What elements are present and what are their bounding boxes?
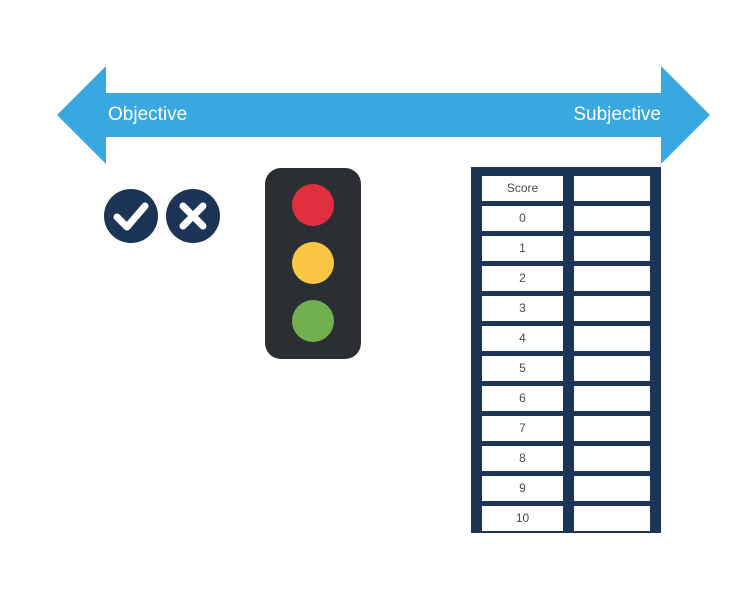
subjective-label: Subjective xyxy=(573,104,661,125)
score-value: 9 xyxy=(482,476,563,501)
score-value: 1 xyxy=(482,236,563,261)
score-row: 5 xyxy=(482,356,650,381)
score-row: 6 xyxy=(482,386,650,411)
score-value: 4 xyxy=(482,326,563,351)
check-icon xyxy=(104,189,158,243)
score-row: 8 xyxy=(482,446,650,471)
red-light xyxy=(292,184,334,226)
score-header-row: Score xyxy=(482,176,650,201)
score-row: 9 xyxy=(482,476,650,501)
score-row: 3 xyxy=(482,296,650,321)
score-blank-cell xyxy=(574,356,650,381)
score-blank-cell xyxy=(574,206,650,231)
green-light xyxy=(292,300,334,342)
score-blank-cell xyxy=(574,446,650,471)
score-row: 2 xyxy=(482,266,650,291)
traffic-light xyxy=(265,168,361,359)
cross-icon xyxy=(166,189,220,243)
score-blank-cell xyxy=(574,416,650,441)
objective-label: Objective xyxy=(108,104,188,125)
yellow-light xyxy=(292,242,334,284)
score-row: 1 xyxy=(482,236,650,261)
score-header-blank-cell xyxy=(574,176,650,201)
score-row: 0 xyxy=(482,206,650,231)
score-value: 3 xyxy=(482,296,563,321)
score-blank-cell xyxy=(574,236,650,261)
score-table: Score 0 1 2 3 4 5 6 xyxy=(471,167,661,533)
score-value: 7 xyxy=(482,416,563,441)
score-value: 0 xyxy=(482,206,563,231)
score-blank-cell xyxy=(574,296,650,321)
score-value: 2 xyxy=(482,266,563,291)
score-blank-cell xyxy=(574,476,650,501)
arrow-shape xyxy=(57,66,710,164)
score-value: 8 xyxy=(482,446,563,471)
score-blank-cell xyxy=(574,266,650,291)
score-blank-cell xyxy=(574,506,650,531)
score-row: 10 xyxy=(482,506,650,531)
score-header: Score xyxy=(482,176,563,201)
score-value: 6 xyxy=(482,386,563,411)
score-blank-cell xyxy=(574,386,650,411)
score-row: 7 xyxy=(482,416,650,441)
score-value: 10 xyxy=(482,506,563,531)
score-blank-cell xyxy=(574,326,650,351)
score-row: 4 xyxy=(482,326,650,351)
score-value: 5 xyxy=(482,356,563,381)
